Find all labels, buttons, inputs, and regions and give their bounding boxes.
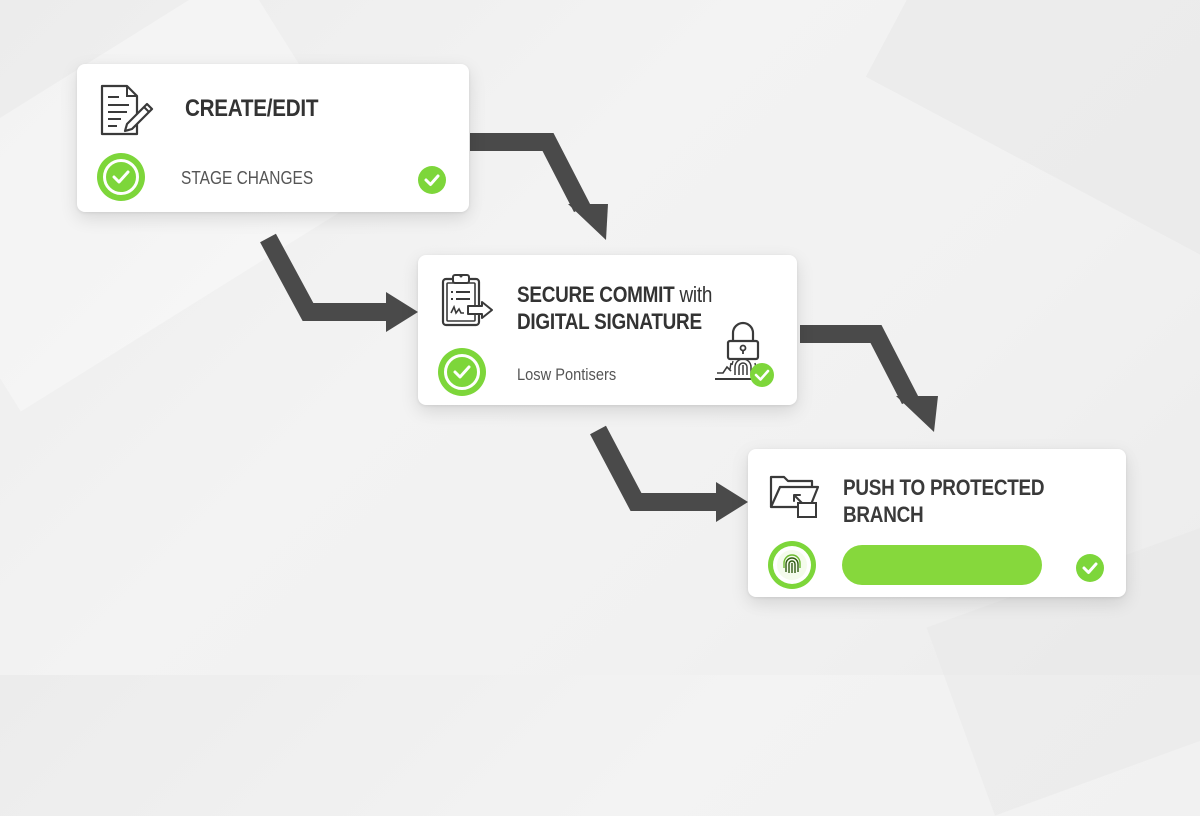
progress-bar: [842, 545, 1042, 585]
step-title: PUSH TO PROTECTED BRANCH: [843, 474, 1045, 528]
title-line-1: PUSH TO PROTECTED: [843, 475, 1045, 500]
step-card-secure-commit[interactable]: SECURE COMMIT with DIGITAL SIGNATURE Los…: [418, 255, 797, 405]
clipboard-signature-icon: [440, 273, 498, 329]
step-subtitle: STAGE CHANGES: [181, 168, 314, 188]
fingerprint-circle-icon: [768, 541, 816, 589]
lock-fingerprint-check-icon: [713, 319, 779, 389]
arrow-connector: [260, 233, 418, 332]
arrow-connector: [470, 133, 608, 240]
arrow-connector: [800, 325, 938, 432]
check-icon: [1076, 554, 1104, 582]
check-circle-icon: [438, 348, 486, 396]
step-card-push-protected[interactable]: PUSH TO PROTECTED BRANCH: [748, 449, 1126, 597]
arrow-connector: [590, 425, 748, 522]
step-card-create-edit[interactable]: CREATE/EDIT STAGE CHANGES: [77, 64, 469, 212]
check-icon: [418, 166, 446, 194]
background-shape: [865, 0, 1200, 256]
title-line-1: SECURE COMMIT: [517, 282, 675, 307]
document-edit-icon: [99, 84, 155, 138]
step-title: CREATE/EDIT: [185, 95, 319, 122]
title-connector-word: with: [679, 282, 713, 307]
folder-upload-icon: [768, 473, 822, 519]
check-circle-icon: [97, 153, 145, 201]
title-line-2: BRANCH: [843, 502, 924, 527]
step-subtitle: Losw Pontisers: [517, 365, 617, 384]
title-line-2: DIGITAL SIGNATURE: [517, 309, 702, 334]
step-title: SECURE COMMIT with DIGITAL SIGNATURE: [517, 281, 712, 335]
